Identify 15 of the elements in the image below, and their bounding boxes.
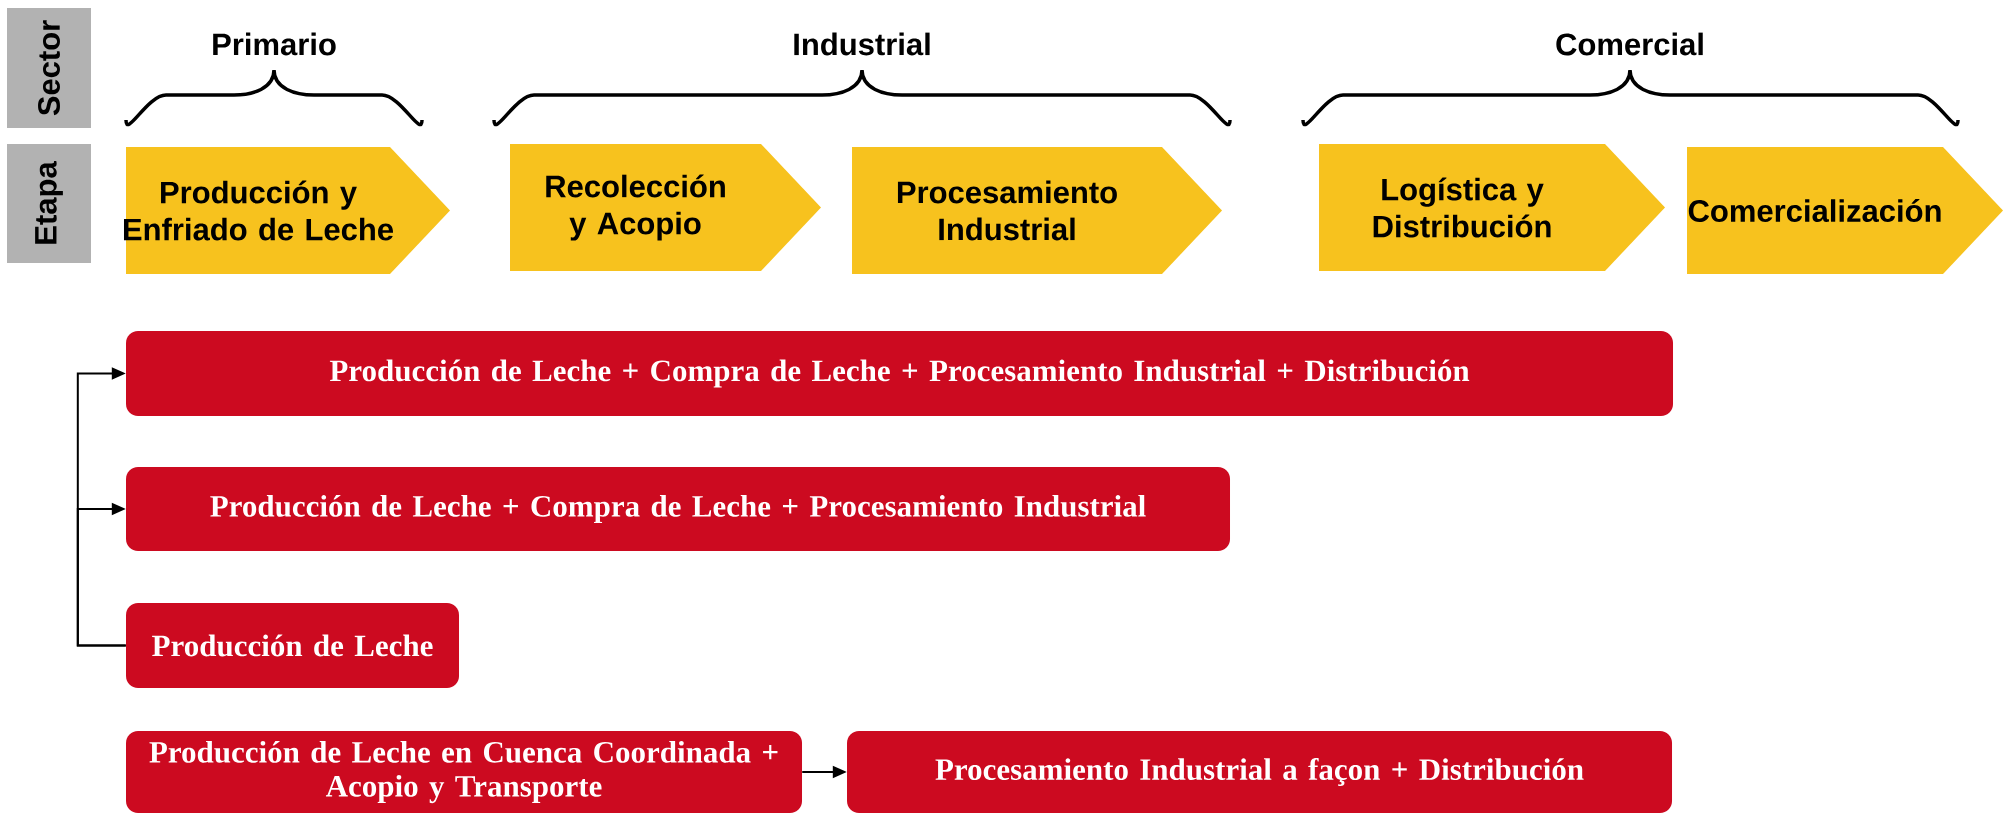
stage-box: Procesamiento Industrial — [852, 147, 1222, 274]
process-box: Producción de Leche en Cuenca Coordinada + Acopio y Transporte — [126, 731, 802, 813]
process-box: Producción de Leche + Compra de Leche + Procesamiento Industrial — [126, 467, 1230, 551]
sector-label: Comercial — [1556, 32, 1703, 56]
stage-box: Comercialización — [1687, 147, 2003, 274]
arrow — [76, 502, 127, 647]
process-box: Producción de Leche + Compra de Leche + Procesamiento Industrial + Distribución — [126, 331, 1673, 416]
stage-box: Recolección y Acopio — [510, 144, 821, 271]
sector-label: Primario — [213, 32, 336, 56]
process-box: Producción de Leche — [126, 603, 459, 688]
sector-label: Industrial — [794, 32, 930, 56]
stage-box: Logística y Distribución — [1319, 144, 1665, 271]
row-header: Etapa — [7, 144, 91, 263]
row-header: Sector — [7, 8, 91, 128]
process-box: Procesamiento Industrial a façon + Distribución — [847, 731, 1672, 813]
